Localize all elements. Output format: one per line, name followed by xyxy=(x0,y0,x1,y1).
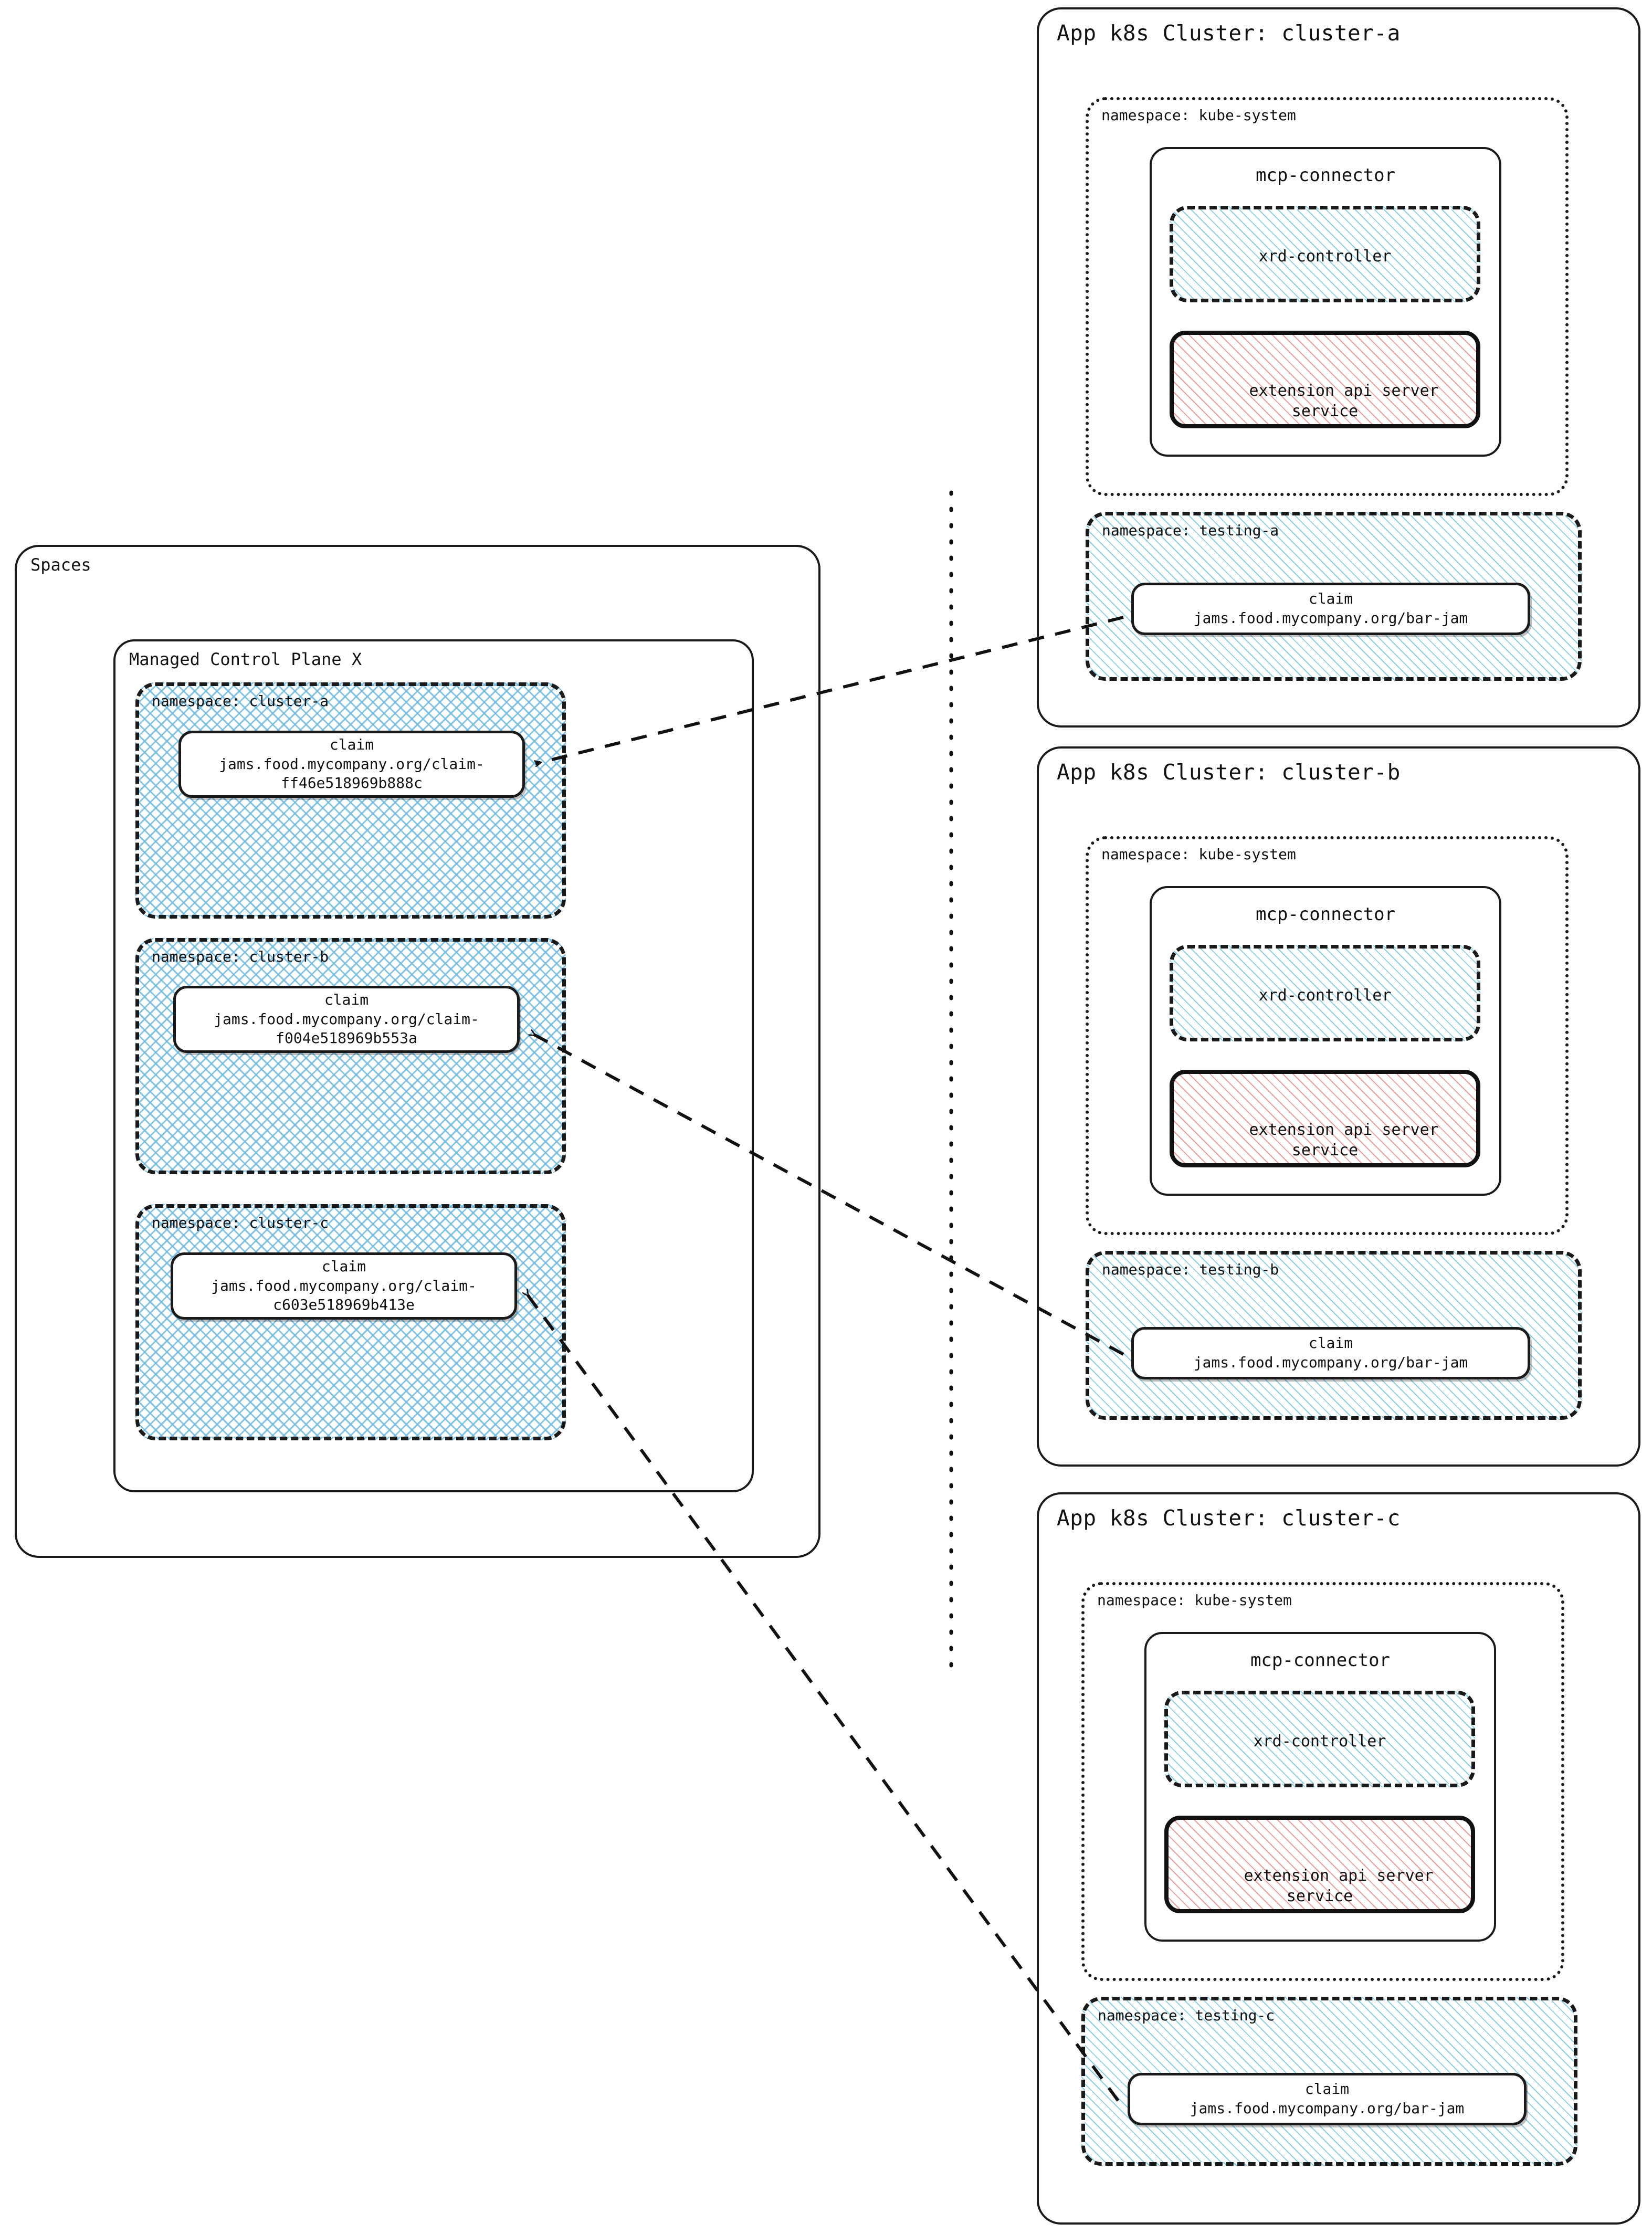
xrd-controller-b: xrd-controller xyxy=(1170,945,1480,1041)
xrd-controller-c-label: xrd-controller xyxy=(1253,1732,1386,1751)
namespace-testing-c-label: namespace: testing-c xyxy=(1098,2007,1275,2024)
xrd-controller-a: xrd-controller xyxy=(1170,206,1480,302)
cluster-c-title: App k8s Cluster: cluster-c xyxy=(1057,1505,1401,1531)
namespace-kube-system-a-label: namespace: kube-system xyxy=(1101,107,1296,124)
spaces-label: Spaces xyxy=(30,555,91,575)
namespace-testing-b-label: namespace: testing-b xyxy=(1102,1261,1279,1278)
namespace-cluster-a-label: namespace: cluster-a xyxy=(152,692,329,710)
cluster-b-title: App k8s Cluster: cluster-b xyxy=(1057,760,1401,785)
namespace-kube-system-c-label: namespace: kube-system xyxy=(1097,1592,1292,1609)
namespace-cluster-c: namespace: cluster-c xyxy=(135,1204,566,1440)
managed-control-plane-label: Managed Control Plane X xyxy=(129,649,362,669)
mcp-connector-c-title: mcp-connector xyxy=(1250,1650,1391,1671)
namespace-cluster-b: namespace: cluster-b xyxy=(135,938,566,1174)
xrd-controller-b-label: xrd-controller xyxy=(1258,986,1392,1005)
mcp-connector-b-title: mcp-connector xyxy=(1255,904,1396,925)
cluster-a-title: App k8s Cluster: cluster-a xyxy=(1057,20,1401,46)
namespace-cluster-c-label: namespace: cluster-c xyxy=(152,1214,329,1231)
namespace-kube-system-b-label: namespace: kube-system xyxy=(1101,846,1296,863)
namespace-cluster-a: namespace: cluster-a xyxy=(135,682,566,919)
xrd-controller-c: xrd-controller xyxy=(1164,1691,1475,1787)
namespace-cluster-b-label: namespace: cluster-b xyxy=(152,948,329,965)
mcp-connector-a-title: mcp-connector xyxy=(1255,165,1396,186)
namespace-testing-a-label: namespace: testing-a xyxy=(1102,522,1279,539)
xrd-controller-a-label: xrd-controller xyxy=(1258,247,1392,266)
